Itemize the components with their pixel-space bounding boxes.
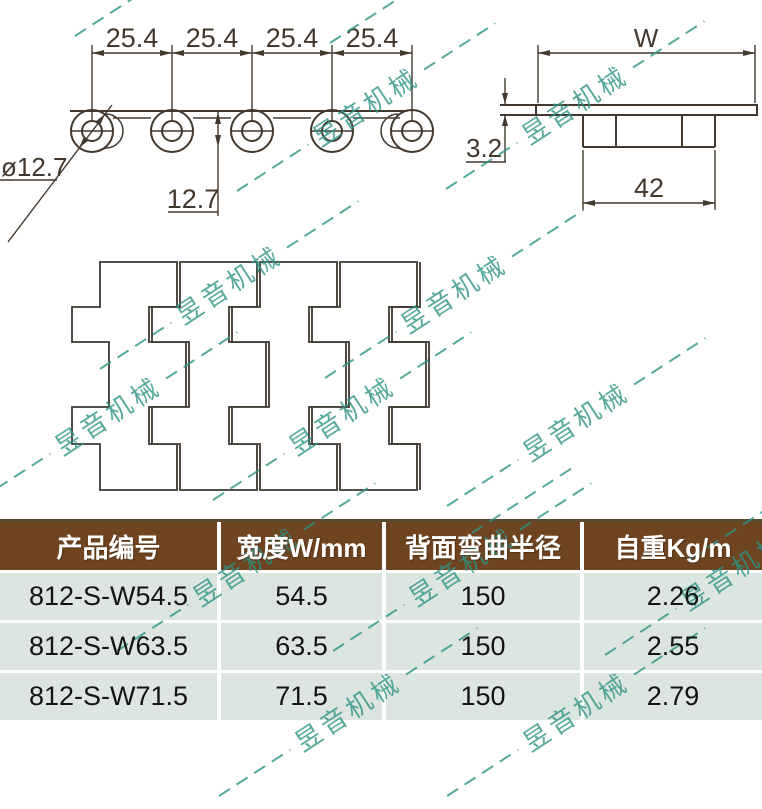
col-header-bend-radius: 背面弯曲半径	[382, 522, 580, 570]
table-row: 812-S-W71.5 71.5 150 2.79	[0, 670, 762, 720]
product-code-cell: 812-S-W54.5	[28, 581, 189, 611]
pitch-dimension-label: 25.4	[266, 23, 319, 53]
bend-radius-cell: 150	[382, 573, 580, 620]
pitch-dimension-label: 25.4	[346, 23, 399, 53]
spec-table: 产品编号 宽度W/mm 背面弯曲半径 自重Kg/m 812-S-W54.5 54…	[0, 519, 762, 720]
pin-diameter-label: ø12.7	[1, 152, 68, 182]
col-header-product-code: 产品编号	[56, 532, 161, 563]
table-row: 812-S-W63.5 63.5 150 2.55	[0, 620, 762, 670]
col-header-width: 宽度W/mm	[217, 522, 382, 570]
width-cell: 63.5	[217, 623, 382, 670]
cross-section-arrowheads	[502, 50, 755, 206]
width-cell: 71.5	[217, 673, 382, 720]
weight-cell: 2.55	[580, 623, 762, 670]
cross-section-dimensions	[466, 45, 756, 210]
top-view-drawing	[71, 261, 430, 491]
width-dimension-label: W	[634, 23, 659, 53]
pitch-dimension-label: 25.4	[186, 23, 239, 53]
table-row: 812-S-W54.5 54.5 150 2.26	[0, 570, 762, 620]
table-header-row: 产品编号 宽度W/mm 背面弯曲半径 自重Kg/m	[0, 519, 762, 570]
offset-dimension-label: 12.7	[167, 184, 220, 214]
bend-radius-cell: 150	[382, 623, 580, 670]
thickness-dimension-label: 3.2	[466, 133, 502, 163]
bend-radius-cell: 150	[382, 673, 580, 720]
width-cell: 54.5	[217, 573, 382, 620]
side-view-arrowheads	[79, 50, 412, 148]
hinge-dimension-label: 42	[634, 173, 664, 203]
product-code-cell: 812-S-W63.5	[28, 631, 189, 661]
weight-cell: 2.26	[580, 573, 762, 620]
col-header-weight: 自重Kg/m	[580, 522, 762, 570]
technical-drawing: 25.4 25.4 25.4 25.4 ø12.7 12.7	[0, 23, 758, 491]
pitch-dimension-label: 25.4	[106, 23, 159, 53]
product-code-cell: 812-S-W71.5	[28, 681, 189, 711]
cross-section-drawing	[500, 104, 758, 148]
weight-cell: 2.79	[580, 673, 762, 720]
